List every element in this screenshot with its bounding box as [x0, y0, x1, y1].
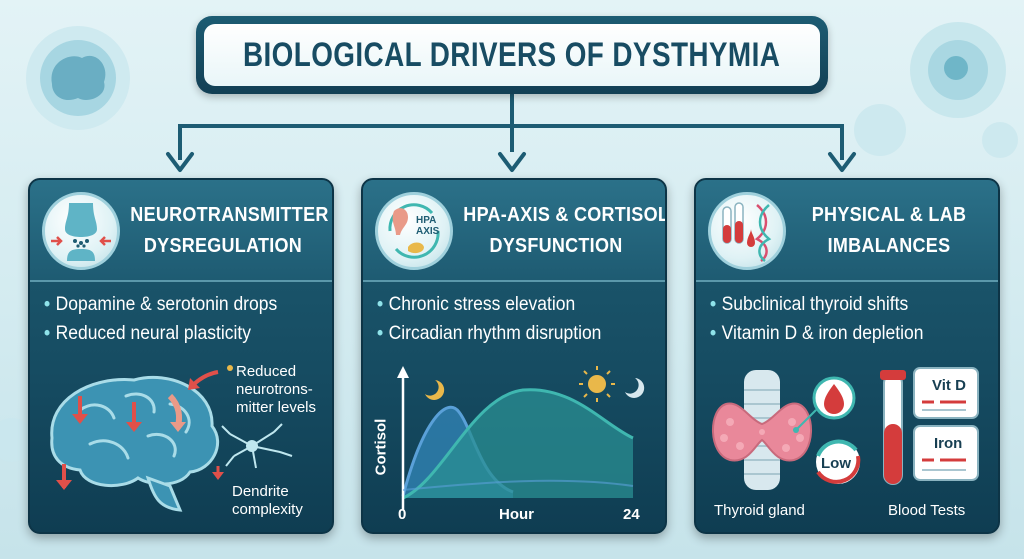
hpa-icon-text: HPA	[416, 215, 436, 226]
dendrite-complexity-note: Dendrite complexity	[232, 483, 303, 518]
low-indicator: Low	[821, 455, 851, 472]
iron-label: Iron	[934, 435, 963, 452]
brain-illustration	[50, 365, 293, 512]
panel-title-line1: HPA-AXIS & CORTISOL	[463, 204, 667, 226]
list-item: •Dopamine & serotonin drops	[44, 294, 278, 315]
synapse-icon	[42, 192, 120, 270]
blood-dna-icon	[708, 192, 786, 270]
panel-title-line1: PHYSICAL & LAB	[811, 204, 967, 226]
vit-d-label: Vit D	[932, 377, 966, 394]
panel-title: HPA-AXIS & CORTISOL DYSFUNCTION	[453, 200, 667, 262]
panel-title: PHYSICAL & LAB IMBALANCES	[786, 200, 992, 262]
axis-icon-text: AXIS	[416, 226, 440, 237]
page-title: BIOLOGICAL DRIVERS OF DYSTHYMIA	[243, 35, 781, 74]
bullet-list: •Dopamine & serotonin drops •Reduced neu…	[44, 290, 324, 348]
panel-header: NEUROTRANSMITTER DYSREGULATION	[30, 180, 332, 282]
panel-physical-lab: PHYSICAL & LAB IMBALANCES •Subclinical t…	[694, 178, 1000, 534]
panel-header: PHYSICAL & LAB IMBALANCES	[696, 180, 998, 282]
panel-title-line2: IMBALANCES	[827, 235, 951, 257]
list-item: •Vitamin D & iron depletion	[710, 323, 924, 344]
bullet-list: •Chronic stress elevation •Circadian rhy…	[377, 290, 657, 348]
list-item: •Chronic stress elevation	[377, 294, 576, 315]
blood-tests-label: Blood Tests	[888, 502, 966, 519]
chart-x-end: 24	[623, 506, 640, 523]
panel-title-line2: DYSFUNCTION	[489, 235, 623, 257]
chart-x-label: Hour	[499, 506, 534, 523]
thyroid-gland-label: Thyroid gland	[714, 502, 805, 519]
hpa-axis-icon: HPA AXIS	[375, 192, 453, 270]
panel-neurotransmitter: NEUROTRANSMITTER DYSREGULATION •Dopamine…	[28, 178, 334, 534]
list-item: •Subclinical thyroid shifts	[710, 294, 909, 315]
title-banner: BIOLOGICAL DRIVERS OF DYSTHYMIA	[196, 16, 828, 94]
reduced-neurotransmitter-note: Reduced neurotrons- mitter levels	[236, 363, 317, 416]
chart-x-start: 0	[398, 506, 407, 523]
list-item: •Circadian rhythm disruption	[377, 323, 602, 344]
panel-title-line1: NEUROTRANSMITTER	[130, 204, 329, 226]
panel-title: NEUROTRANSMITTER DYSREGULATION	[120, 200, 329, 262]
list-item: •Reduced neural plasticity	[44, 323, 251, 344]
bullet-list: •Subclinical thyroid shifts •Vitamin D &…	[710, 290, 990, 348]
panel-header: HPA AXIS HPA-AXIS & CORTISOL DYSFUNCTION	[363, 180, 665, 282]
chart-y-label: Cortisol	[372, 418, 390, 476]
thyroid-blood-illustration	[712, 367, 979, 490]
cortisol-curve-chart	[397, 366, 645, 510]
panel-title-line2: DYSREGULATION	[143, 235, 303, 257]
panel-hpa-axis: HPA AXIS HPA-AXIS & CORTISOL DYSFUNCTION…	[361, 178, 667, 534]
